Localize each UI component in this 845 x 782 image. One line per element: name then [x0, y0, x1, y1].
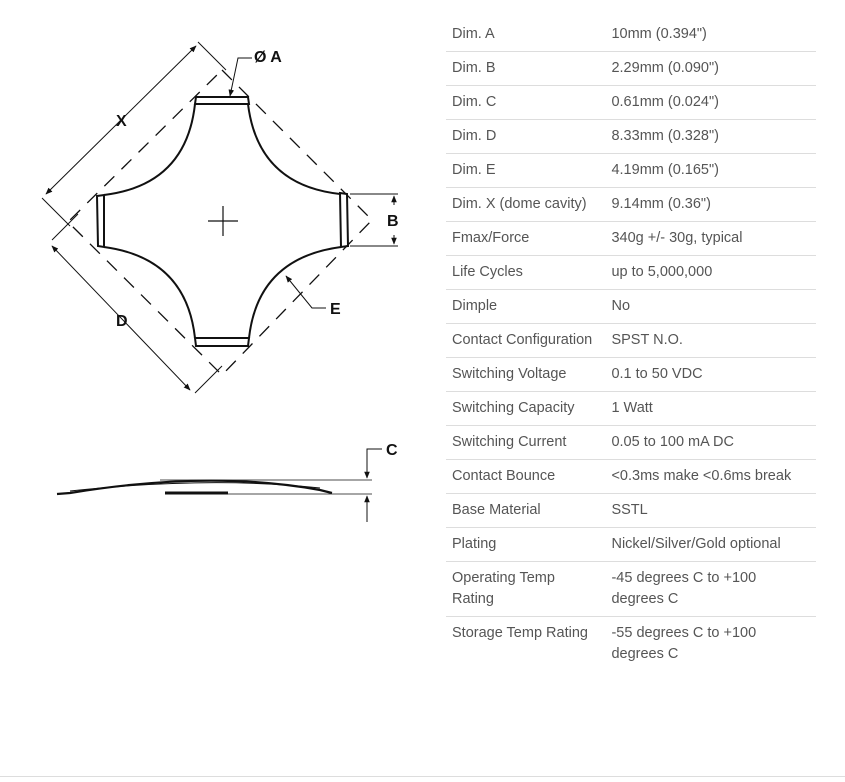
table-row: Fmax/Force 340g +/- 30g, typical [446, 221, 816, 256]
label-a: Ø A [254, 49, 282, 66]
table-row: Storage Temp Rating -55 degrees C to +10… [446, 617, 816, 672]
spec-value: 0.61mm (0.024") [605, 85, 816, 120]
table-row: Life Cycles up to 5,000,000 [446, 255, 816, 290]
table-row: Dim. X (dome cavity) 9.14mm (0.36") [446, 187, 816, 222]
spec-key: Dim. X (dome cavity) [446, 187, 606, 222]
spec-key: Contact Bounce [446, 459, 606, 494]
cavity-outline [67, 69, 373, 376]
spec-value: Nickel/Silver/Gold optional [605, 527, 816, 562]
table-row: Dim. E 4.19mm (0.165") [446, 153, 816, 188]
table-row: Dim. B 2.29mm (0.090") [446, 51, 816, 86]
spec-value: -45 degrees C to +100 degrees C [605, 561, 816, 617]
spec-value: SSTL [605, 493, 816, 528]
dome-side-view [56, 479, 372, 496]
spec-key: Dim. B [446, 51, 606, 86]
table-row: Dim. D 8.33mm (0.328") [446, 119, 816, 154]
spec-value: -55 degrees C to +100 degrees C [611, 625, 757, 662]
dome-technical-drawing: Ø A X B E D C [41, 41, 399, 522]
table-row: Contact Bounce <0.3ms make <0.6ms break [446, 459, 816, 494]
table-row: Switching Current 0.05 to 100 mA DC [446, 425, 816, 460]
table-row: Operating Temp Rating -45 degrees C to +… [446, 561, 816, 617]
spec-value: No [605, 289, 816, 324]
label-c: C [386, 442, 398, 459]
spec-value: 4.19mm (0.165") [605, 153, 816, 188]
center-mark [208, 206, 238, 236]
spec-value: 1 Watt [605, 391, 816, 426]
spec-key: Switching Capacity [446, 391, 606, 426]
spec-key: Base Material [446, 493, 606, 528]
spec-value: up to 5,000,000 [605, 255, 816, 290]
spec-value: 0.05 to 100 mA DC [605, 425, 816, 460]
spec-value: 2.29mm (0.090") [605, 51, 816, 86]
spec-value: 10mm (0.394") [605, 18, 816, 52]
footer-divider [0, 776, 845, 777]
spec-key: Dim. C [446, 85, 606, 120]
table-row: Switching Capacity 1 Watt [446, 391, 816, 426]
spec-value: 8.33mm (0.328") [605, 119, 816, 154]
table-row: Dim. A 10mm (0.394") [446, 18, 816, 52]
spec-key: Plating [446, 527, 606, 562]
spec-value: 9.14mm (0.36") [605, 187, 816, 222]
spec-value: <0.3ms make <0.6ms break [605, 459, 816, 494]
label-x: X [116, 113, 127, 130]
dim-b-line [350, 193, 398, 247]
spec-key: Life Cycles [446, 255, 606, 290]
spec-value: SPST N.O. [605, 323, 816, 358]
spec-key: Switching Current [446, 425, 606, 460]
spec-key: Switching Voltage [446, 357, 606, 392]
spec-key: Dim. A [446, 18, 606, 52]
table-row: Dimple No [446, 289, 816, 324]
dim-d-line [51, 213, 223, 394]
dim-x-line [41, 41, 227, 227]
spec-key: Contact Configuration [446, 323, 606, 358]
spec-value: 0.1 to 50 VDC [605, 357, 816, 392]
table-row: Switching Voltage 0.1 to 50 VDC [446, 357, 816, 392]
spec-key: Fmax/Force [446, 221, 606, 256]
spec-key: Dim. D [446, 119, 606, 154]
table-row: Base Material SSTL [446, 493, 816, 528]
label-d: D [116, 313, 128, 330]
label-b: B [387, 213, 399, 230]
specs-table: Dim. A 10mm (0.394") Dim. B 2.29mm (0.09… [446, 18, 816, 671]
spec-key: Operating Temp Rating [446, 561, 606, 617]
dim-e-leader [285, 275, 326, 309]
table-row: Dim. C 0.61mm (0.024") [446, 85, 816, 120]
dim-c-line [364, 448, 382, 522]
spec-value: 340g +/- 30g, typical [605, 221, 816, 256]
label-e: E [330, 301, 341, 318]
table-row: Plating Nickel/Silver/Gold optional [446, 527, 816, 562]
dim-a-leader [228, 57, 252, 97]
table-row: Contact Configuration SPST N.O. [446, 323, 816, 358]
spec-key: Storage Temp Rating [452, 625, 588, 641]
spec-key: Dim. E [446, 153, 606, 188]
spec-key: Dimple [446, 289, 606, 324]
